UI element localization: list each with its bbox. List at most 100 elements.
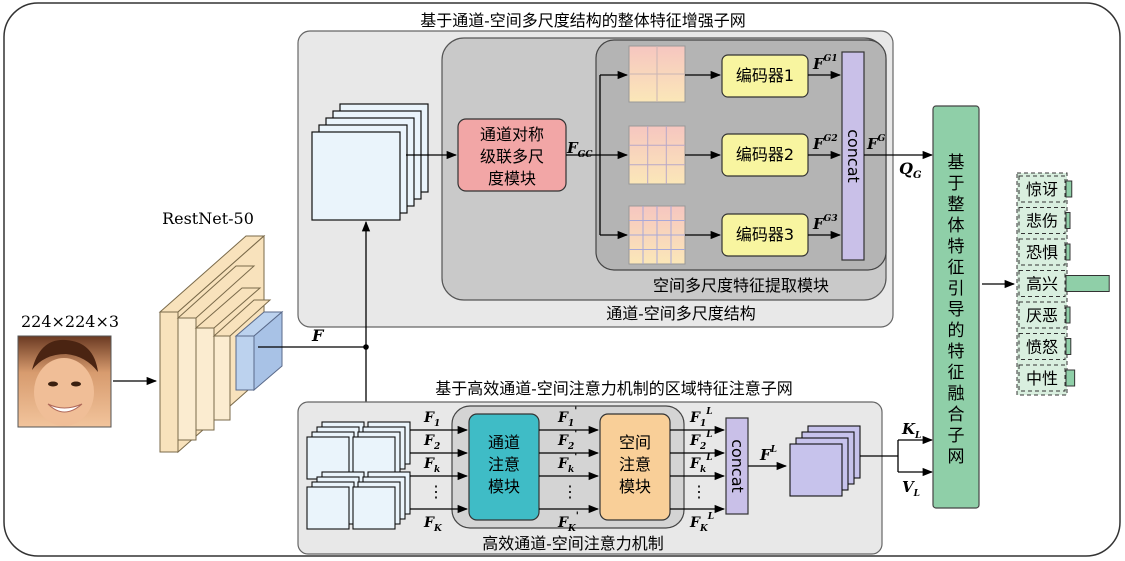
fl-label: FL [759, 445, 777, 464]
fusion-label-char: 引 [948, 279, 965, 299]
emotion-cell [1018, 175, 1066, 203]
fusion-label-char: 特 [948, 342, 965, 362]
cascade-module-line-3: 度模块 [488, 169, 536, 188]
input-f2: F2 [423, 433, 440, 452]
local-concat-label: concat [728, 439, 747, 493]
emotion-cell [1018, 364, 1066, 392]
input-size-label: 224×224×3 [21, 312, 119, 331]
emotion-label: 中性 [1026, 369, 1058, 388]
fusion-label: 基于整体特征引导的特征融合子网 [948, 153, 965, 467]
emotion-score-bar [1065, 306, 1071, 324]
kl-label: KL [901, 420, 921, 441]
global-feature-cube [311, 103, 429, 221]
fg-label: FG [866, 134, 886, 153]
spatial-attention-line-1: 空间 [619, 433, 651, 452]
emotion-score-bar [1065, 243, 1071, 261]
backbone-label: RestNet-50 [162, 209, 254, 228]
local-output-arrows [670, 425, 726, 514]
out-f2: F2L [689, 430, 713, 452]
fusion-label-char: 导 [948, 300, 965, 320]
emotion-score-bar [1065, 212, 1071, 229]
emotion-cell [1018, 333, 1066, 360]
main-feature-label: F [311, 326, 325, 345]
input-fK: FK [423, 515, 443, 534]
attention-mechanism-label: 高效通道-空间注意力机制 [482, 534, 663, 553]
channel-attention-line-2: 注意 [488, 455, 520, 474]
spatial-attention-line-3: 模块 [619, 477, 651, 496]
structure-label: 通道-空间多尺度结构 [606, 304, 755, 323]
fusion-label-char: 征 [948, 258, 965, 278]
fg3-label: FG3 [812, 214, 838, 233]
encoder-1-label: 编码器1 [736, 66, 794, 85]
fg2-label: FG2 [812, 134, 838, 153]
fusion-label-char: 的 [948, 321, 965, 341]
fusion-label-char: 体 [948, 216, 965, 236]
global-branch-title: 基于通道-空间多尺度结构的整体特征增强子网 [420, 11, 745, 30]
emotion-score-bar [1065, 338, 1072, 355]
channel-attention-module [468, 413, 540, 521]
cascade-module-line-2: 级联多尺 [480, 147, 544, 166]
emotion-cell [1018, 270, 1066, 297]
fusion-label-char: 于 [948, 174, 965, 194]
encoder-2-label: 编码器2 [736, 145, 794, 164]
fusion-label-char: 整 [948, 195, 965, 215]
emotion-label: 愤怒 [1026, 338, 1058, 357]
encoder-3-label: 编码器3 [736, 225, 794, 244]
input-fk: Fk [423, 456, 440, 475]
emotion-label: 厌恶 [1026, 306, 1058, 325]
global-concat-label: concat [844, 129, 863, 183]
emotion-cell [1018, 207, 1066, 234]
local-branch-title: 基于高效通道-空间注意力机制的区域特征注意子网 [435, 379, 792, 398]
fusion-label-char: 征 [948, 363, 965, 383]
mid-arrows [539, 425, 600, 514]
spatial-attention-line-2: 注意 [619, 455, 651, 474]
local-output-cube [789, 425, 861, 497]
grid-to-encoder-arrows [685, 70, 722, 240]
grid-patch-3 [628, 205, 686, 265]
mid-ellipsis: ⋮ [562, 482, 578, 501]
out-ellipsis: ⋮ [691, 482, 707, 501]
spatial-attention-module [599, 413, 671, 521]
fusion-label-char: 合 [948, 405, 965, 425]
fusion-label-char: 特 [948, 237, 965, 257]
out-fk: FkL [689, 453, 713, 475]
out-fK: FKL [689, 512, 714, 534]
mid-fK: FK' [557, 511, 579, 534]
emotion-label: 悲伤 [1026, 212, 1058, 231]
channel-attention-line-3: 模块 [488, 477, 520, 496]
qg-label: QG [899, 159, 922, 181]
region-patches [306, 421, 411, 530]
fusion-label-char: 子 [948, 426, 965, 446]
vl-label: VL [902, 478, 920, 499]
mid-f2: F2' [557, 429, 577, 452]
cascade-split-lines [566, 70, 629, 240]
input-ellipsis: ⋮ [428, 482, 444, 501]
fusion-label-char: 融 [948, 384, 965, 404]
fusion-subnet [932, 105, 980, 509]
emotion-label: 惊讶 [1026, 180, 1058, 199]
extraction-module-label: 空间多尺度特征提取模块 [653, 276, 829, 295]
input-face-image [17, 335, 112, 428]
encoder-output-arrows [808, 70, 842, 240]
emotion-label: 恐惧 [1026, 243, 1058, 262]
mid-f1: F1' [557, 406, 577, 429]
global-concat [841, 51, 865, 261]
encoder-1 [721, 54, 809, 98]
grid-patch-1 [628, 45, 686, 103]
channel-attention-line-1: 通道 [488, 433, 520, 452]
backbone-output-block [234, 310, 284, 392]
local-input-arrows [410, 425, 469, 514]
emotion-score-bar [1065, 369, 1076, 387]
cascade-module-line-1: 通道对称 [480, 125, 544, 144]
mid-fk: Fk' [557, 452, 577, 475]
input-f1: F1 [423, 410, 440, 429]
out-f1: F1L [689, 407, 713, 429]
emotion-score-bar [1065, 275, 1110, 292]
emotion-cell [1018, 238, 1066, 266]
grid-patch-2 [628, 125, 686, 185]
fg1-label: FG1 [812, 54, 838, 73]
emotion-label: 高兴 [1026, 275, 1058, 294]
local-to-fusion-arrows [860, 435, 934, 477]
